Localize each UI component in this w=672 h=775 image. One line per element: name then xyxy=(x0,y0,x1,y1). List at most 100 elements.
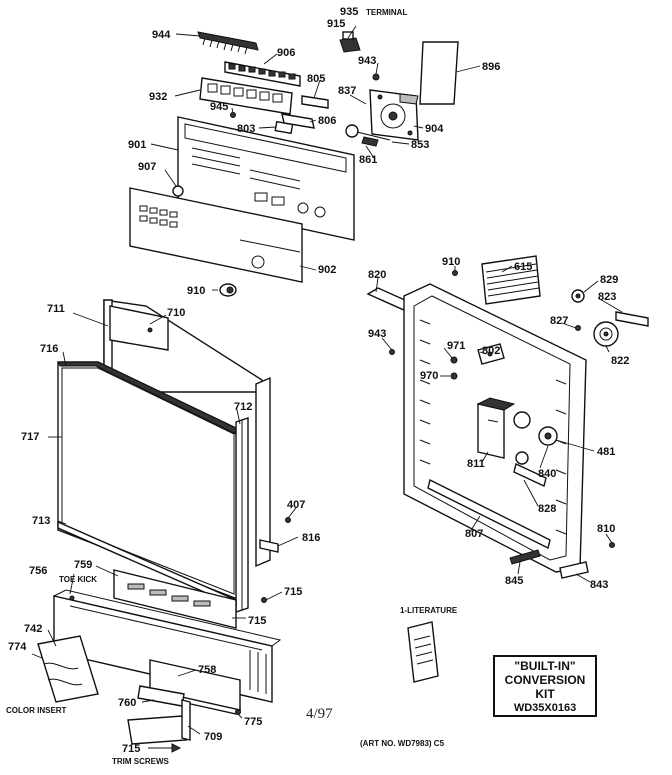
callout-807: 807 xyxy=(465,528,483,540)
callout-774: 774 xyxy=(8,641,27,653)
callout-literature: 1-LITERATURE xyxy=(400,606,458,615)
part-904-timer xyxy=(369,89,419,141)
conversion-box-line2: CONVERSION xyxy=(505,673,586,687)
callout-935: 935 xyxy=(340,6,358,18)
callout-901: 901 xyxy=(128,139,146,151)
callout-715-c: 715 xyxy=(122,743,140,755)
part-775-screw xyxy=(235,709,241,715)
callout-943-right: 943 xyxy=(368,328,386,340)
part-902-lower-panel xyxy=(129,187,303,283)
part-907-knob xyxy=(172,185,184,197)
part-910-knob-left xyxy=(219,283,237,297)
callout-811: 811 xyxy=(467,458,485,470)
part-945-clip xyxy=(230,112,236,118)
part-843-bracket xyxy=(559,561,589,579)
callout-837: 837 xyxy=(338,85,356,97)
part-845-strip xyxy=(509,549,541,565)
part-906-switch-assembly xyxy=(224,61,301,87)
callout-822: 822 xyxy=(611,355,629,367)
callout-906: 906 xyxy=(277,47,295,59)
callout-932: 932 xyxy=(149,91,167,103)
conversion-box-line3: KIT xyxy=(535,687,555,701)
callout-toe-kick: TOE KICK xyxy=(59,575,97,584)
callout-759: 759 xyxy=(74,559,92,571)
callout-709: 709 xyxy=(204,731,222,743)
callout-861: 861 xyxy=(359,154,377,166)
part-709-trim xyxy=(127,699,191,745)
callout-color-insert: COLOR INSERT xyxy=(6,706,67,715)
callout-615: 615 xyxy=(514,261,532,273)
callout-775: 775 xyxy=(244,716,262,728)
part-970-pin xyxy=(450,372,458,380)
callout-970: 970 xyxy=(420,370,438,382)
callout-716: 716 xyxy=(40,343,58,355)
part-829-cap xyxy=(571,289,585,303)
callout-481: 481 xyxy=(597,446,615,458)
callout-840: 840 xyxy=(538,468,556,480)
callout-terminal: TERMINAL xyxy=(366,8,407,17)
part-943-screw-top xyxy=(372,73,380,81)
part-806-plate xyxy=(281,113,315,129)
part-816-hinge-trim xyxy=(255,376,279,568)
part-910-screw-right xyxy=(452,270,458,276)
callout-904: 904 xyxy=(425,123,444,135)
part-805-bracket xyxy=(301,95,329,109)
callout-407: 407 xyxy=(287,499,305,511)
callout-816: 816 xyxy=(302,532,320,544)
part-837-knob-shaft xyxy=(345,124,391,147)
callout-803: 803 xyxy=(237,123,255,135)
callout-944: 944 xyxy=(152,29,171,41)
part-915-terminal xyxy=(339,31,361,53)
callout-827: 827 xyxy=(550,315,568,327)
part-810-screw xyxy=(609,542,615,548)
part-717-door-panel xyxy=(57,361,241,602)
callout-823: 823 xyxy=(598,291,616,303)
part-896-sheet xyxy=(419,41,459,105)
part-774-color-insert xyxy=(37,635,99,703)
conversion-box-line1: "BUILT-IN" xyxy=(514,659,575,673)
part-811-dispenser xyxy=(476,397,516,459)
art-number: (ART NO. WD7983) C5 xyxy=(360,739,445,748)
callout-843: 843 xyxy=(590,579,608,591)
literature-booklet xyxy=(407,621,439,683)
revision-date: 4/97 xyxy=(306,706,333,722)
part-944-switch-strip xyxy=(197,31,259,55)
callout-760: 760 xyxy=(118,697,136,709)
callout-713: 713 xyxy=(32,515,50,527)
part-759-toe-kick xyxy=(113,569,237,629)
callout-907: 907 xyxy=(138,161,156,173)
callout-971: 971 xyxy=(447,340,465,352)
callout-910-left: 910 xyxy=(187,285,205,297)
arrow-715-trim-screw xyxy=(171,743,182,753)
leader-lines xyxy=(31,25,623,735)
callout-853: 853 xyxy=(411,139,429,151)
conversion-kit-box: "BUILT-IN" CONVERSION KIT WD35X0163 xyxy=(493,655,597,717)
callout-711: 711 xyxy=(47,303,65,315)
callout-806: 806 xyxy=(318,115,336,127)
part-943-screw-right xyxy=(389,349,395,355)
callout-915: 915 xyxy=(327,18,345,30)
callout-710: 710 xyxy=(167,307,185,319)
callout-802: 802 xyxy=(482,345,500,357)
callout-945: 945 xyxy=(210,101,228,113)
part-840-mechanism xyxy=(513,411,558,487)
callout-820: 820 xyxy=(368,269,386,281)
part-827-screw xyxy=(575,325,581,331)
part-823-shaft xyxy=(615,311,649,327)
callout-trim-screws: TRIM SCREWS xyxy=(112,757,170,766)
part-932-button-block xyxy=(199,77,293,115)
callout-717: 717 xyxy=(21,431,39,443)
callout-715-a: 715 xyxy=(284,586,302,598)
callout-810: 810 xyxy=(597,523,615,535)
callout-902: 902 xyxy=(318,264,336,276)
callout-labels: 935 TERMINAL 915 944 906 943 896 805 837… xyxy=(6,6,629,766)
part-971-pin xyxy=(450,356,458,364)
callout-845: 845 xyxy=(505,575,523,587)
callout-742: 742 xyxy=(24,623,42,635)
callout-910-right: 910 xyxy=(442,256,460,268)
callout-805: 805 xyxy=(307,73,325,85)
part-712-side-trim xyxy=(235,417,249,613)
part-615-vent xyxy=(481,255,541,305)
callout-758: 758 xyxy=(198,664,216,676)
